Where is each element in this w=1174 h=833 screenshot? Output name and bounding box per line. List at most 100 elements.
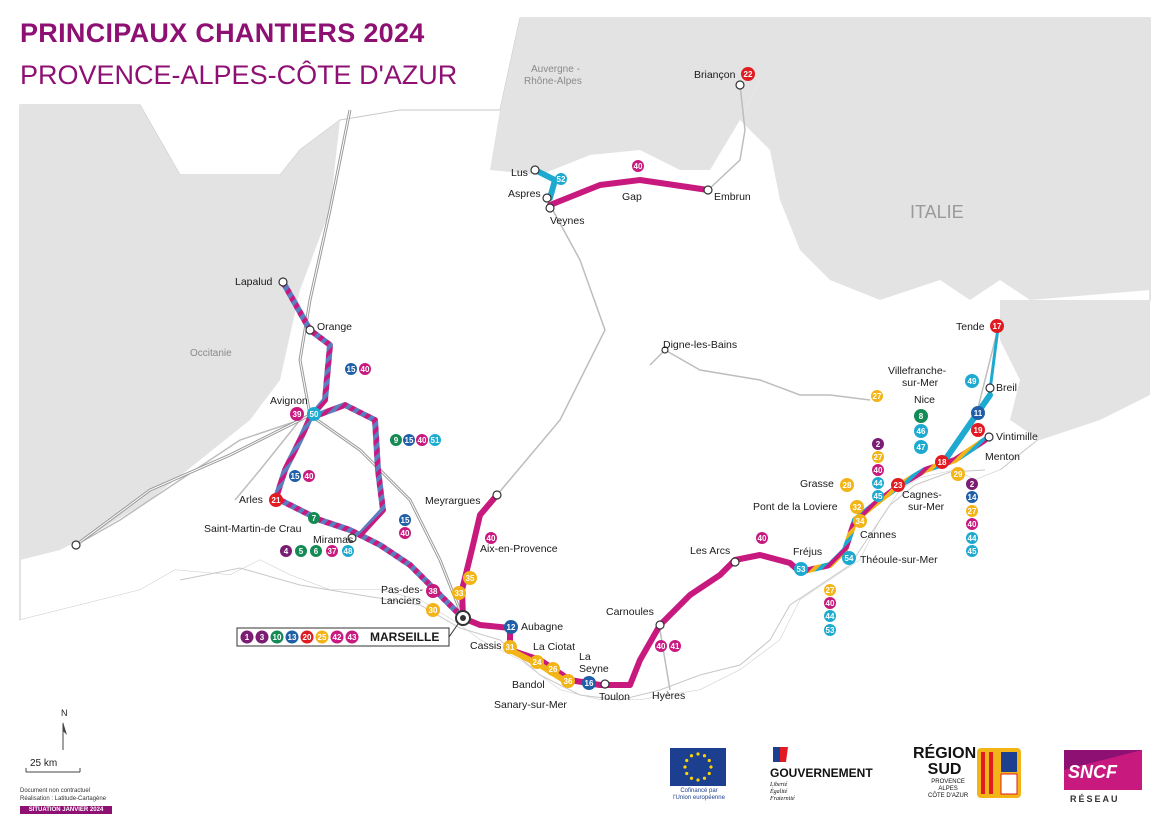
label-grasse: Grasse (800, 478, 834, 490)
svg-text:54: 54 (845, 554, 854, 563)
badge-40-mid: 40 (416, 434, 428, 446)
svg-text:40: 40 (305, 472, 314, 481)
badge-50: 50 (307, 407, 321, 421)
svg-text:40: 40 (826, 599, 835, 608)
neighbor-region-italy (740, 18, 1150, 300)
place-labels: Briançon Lus Aspres Veynes Gap Embrun La… (204, 69, 1038, 711)
gov-motto-2: Égalité (770, 789, 788, 795)
svg-text:52: 52 (557, 175, 566, 184)
svg-text:27: 27 (874, 453, 883, 462)
scale-label: 25 km (30, 758, 58, 769)
svg-text:5: 5 (299, 547, 304, 556)
svg-text:42: 42 (333, 633, 342, 642)
badge-27-grasse: 27 (872, 451, 884, 463)
badge-15-miramas: 15 (399, 514, 411, 526)
badge-40-orange: 40 (359, 363, 371, 375)
page-title: PRINCIPAUX CHANTIERS 2024 (20, 18, 425, 48)
badge-11: 11 (971, 406, 985, 420)
svg-text:51: 51 (431, 436, 440, 445)
svg-text:15: 15 (401, 516, 410, 525)
gov-motto-1: Liberté (770, 782, 788, 788)
region-wordmark: RÉGION SUD (913, 746, 976, 778)
label-cassis: Cassis (470, 640, 502, 652)
svg-text:27: 27 (968, 507, 977, 516)
label-bandol: Bandol (512, 679, 545, 691)
label-carnoules: Carnoules (606, 606, 654, 618)
badge-34: 34 (853, 514, 867, 528)
badge-44-frejus: 44 (824, 610, 836, 622)
eu-caption: Cofinancé par l'Union européenne (666, 788, 732, 802)
gov-motto-3: Fraternité (770, 796, 795, 802)
badge-40-miramas: 40 (399, 527, 411, 539)
label-cagnes-1: Cagnes- (902, 489, 942, 501)
region-subtitle-1: PROVENCE (931, 779, 965, 785)
badge-53-frejus: 53 (824, 624, 836, 636)
sncf-logo: SNCF (1064, 750, 1142, 790)
page-subtitle: PROVENCE-ALPES-CÔTE D'AZUR (20, 60, 458, 90)
svg-text:35: 35 (466, 574, 475, 583)
badge-40-grasse: 40 (872, 464, 884, 476)
neighbor-region-italy-east (1000, 300, 1150, 440)
svg-text:39: 39 (293, 410, 302, 419)
svg-text:9: 9 (394, 436, 399, 445)
badge-32: 32 (850, 500, 864, 514)
svg-text:19: 19 (974, 426, 983, 435)
svg-text:2: 2 (876, 440, 881, 449)
label-vintimille: Vintimille (996, 431, 1038, 443)
svg-text:3: 3 (260, 633, 265, 642)
label-pontloviere: Pont de la Loviere (753, 501, 838, 513)
svg-text:34: 34 (856, 517, 865, 526)
badge-52: 52 (555, 173, 567, 185)
svg-text:44: 44 (968, 534, 977, 543)
label-theoule: Théoule-sur-Mer (860, 554, 938, 566)
badge-31: 31 (503, 640, 517, 654)
badge-33: 33 (452, 586, 466, 600)
svg-text:37: 37 (328, 547, 337, 556)
svg-text:16: 16 (585, 679, 594, 688)
label-villefranche-1: Villefranche- (888, 365, 947, 377)
north-label: N (61, 708, 68, 718)
label-arles: Arles (239, 494, 263, 506)
eu-caption-line-1: Cofinancé par (680, 788, 718, 794)
svg-text:2: 2 (970, 480, 975, 489)
label-briancon: Briançon (694, 69, 736, 81)
label-marseille: MARSEILLE (370, 630, 439, 644)
svg-text:15: 15 (347, 365, 356, 374)
svg-text:31: 31 (506, 643, 515, 652)
badge-15-orange: 15 (345, 363, 357, 375)
badge-27-frejus: 27 (824, 584, 836, 596)
svg-text:32: 32 (853, 503, 862, 512)
svg-text:48: 48 (344, 547, 353, 556)
badge-40-lesarcs: 40 (756, 532, 768, 544)
works-lines (273, 167, 1000, 688)
region-subtitle-3: CÔTE D'AZUR (928, 793, 969, 799)
label-meyrargues: Meyrargues (425, 495, 480, 507)
badge-9: 9 (390, 434, 402, 446)
eu-star-icon (696, 778, 700, 782)
badge-40-gap: 40 (632, 160, 644, 172)
sea (20, 470, 1150, 828)
svg-text:40: 40 (874, 466, 883, 475)
badge-16: 16 (582, 676, 596, 690)
badge-15-arles: 15 (289, 470, 301, 482)
badge-39: 39 (290, 407, 304, 421)
svg-text:15: 15 (405, 436, 414, 445)
label-toulon: Toulon (599, 691, 630, 703)
svg-text:40: 40 (758, 534, 767, 543)
badge-18: 18 (935, 455, 949, 469)
eu-star-icon (702, 754, 707, 758)
eu-star-icon (702, 776, 707, 780)
badge-40-frejus: 40 (824, 597, 836, 609)
north-arrow-icon (63, 722, 67, 735)
stations (71, 80, 1003, 689)
works-badges: 2 2 52 40 17 15 40 39 50 9 15 40 51 15 40… (269, 67, 1004, 690)
svg-text:33: 33 (455, 589, 464, 598)
svg-text:53: 53 (797, 565, 806, 574)
svg-text:44: 44 (826, 612, 835, 621)
label-veynes: Veynes (550, 215, 584, 227)
svg-text:18: 18 (938, 458, 947, 467)
svg-text:17: 17 (993, 322, 1002, 331)
label-seyne: Seyne (579, 663, 609, 675)
